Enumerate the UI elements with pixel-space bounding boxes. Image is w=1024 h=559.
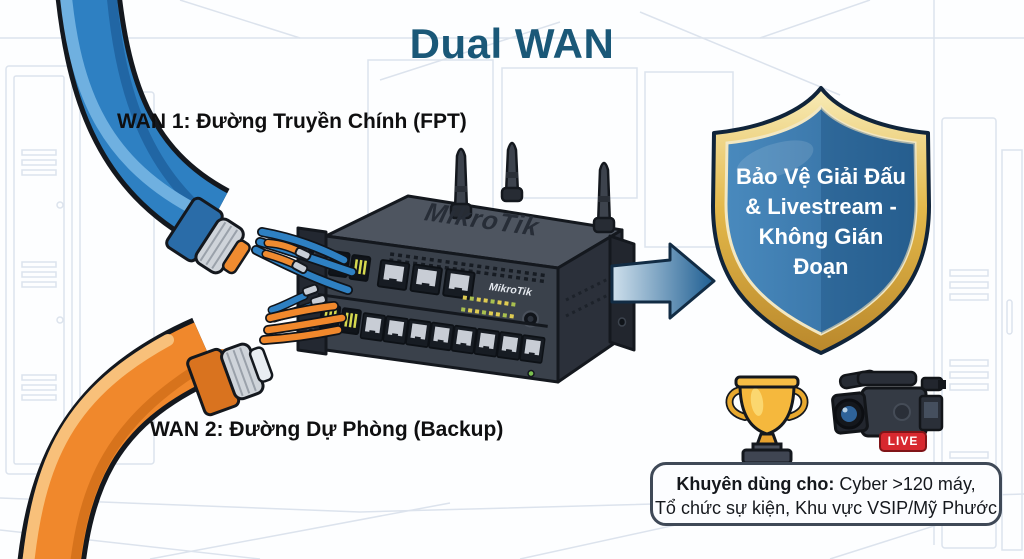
- shield-text-line: Bảo Vệ Giải Đấu: [736, 164, 906, 189]
- shield-text-line: Không Gián: [758, 224, 884, 249]
- recommendation-line-1: Khuyên dùng cho: Cyber >120 máy,: [653, 472, 999, 496]
- recommendation-line-2: Tổ chức sự kiện, Khu vực VSIP/Mỹ Phước: [654, 498, 998, 518]
- recommendation-label: Khuyên dùng cho:: [676, 474, 835, 494]
- antenna-icon: [500, 141, 524, 203]
- shield-text: Bảo Vệ Giải Đấu & Livestream - Không Giá…: [712, 162, 930, 282]
- antenna-icon: [449, 147, 473, 220]
- status-led: [527, 369, 535, 378]
- antenna-icon: [592, 161, 616, 234]
- shield-text-line: & Livestream -: [745, 194, 897, 219]
- recommendation-line1-rest: Cyber >120 máy,: [834, 474, 976, 494]
- orange-fiber-cable-wan2: [17, 283, 347, 559]
- video-camera-icon: [831, 369, 946, 438]
- recommendation-box: Khuyên dùng cho: Cyber >120 máy, Tổ chức…: [650, 462, 1002, 526]
- mikrotik-router: MikroTik: [296, 141, 636, 384]
- shield-text-line: Đoạn: [793, 254, 849, 279]
- live-badge: LIVE: [879, 431, 927, 452]
- wan2-label: WAN 2: Đường Dự Phòng (Backup): [150, 418, 504, 441]
- trophy-icon: [725, 375, 809, 465]
- led-indicators: [460, 295, 516, 319]
- shield-icon: [711, 86, 931, 355]
- arrow-right-icon: [610, 242, 716, 320]
- blue-fiber-cable-wan1: [55, 0, 357, 295]
- page-title: Dual WAN: [409, 20, 615, 67]
- wan1-label: WAN 1: Đường Truyền Chính (FPT): [117, 110, 467, 133]
